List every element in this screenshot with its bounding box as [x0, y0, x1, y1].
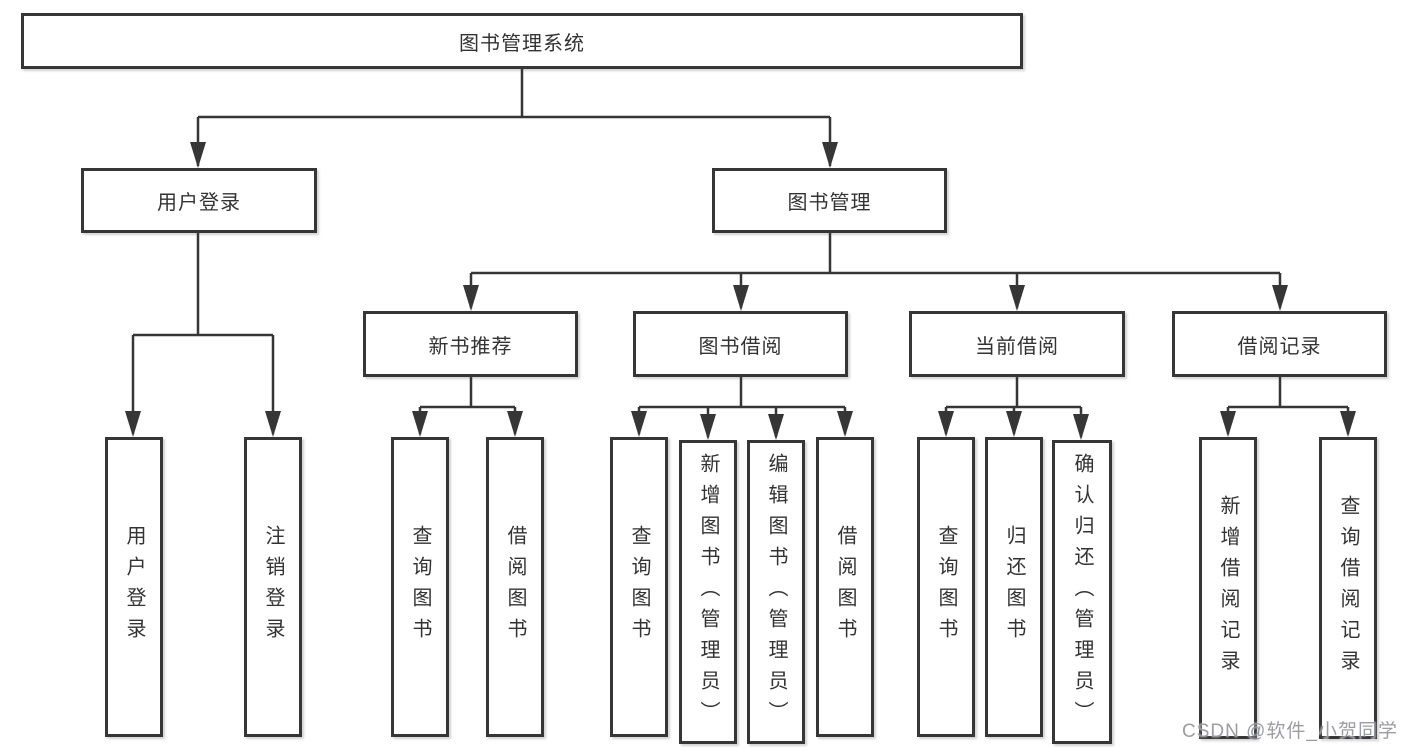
arrow-down-icon	[265, 411, 281, 437]
node-book-management: 图书管理	[712, 168, 947, 233]
node-new-book-recommend: 新书推荐	[363, 311, 578, 377]
node-borrowing-records: 借阅记录	[1172, 311, 1387, 377]
arrow-down-icon	[125, 411, 141, 437]
leaf-add-borrow-record: 新增借阅记录	[1199, 437, 1257, 739]
node-label: 新增图书（管理员）	[697, 452, 719, 732]
arrow-down-icon	[1340, 411, 1356, 437]
node-label: 新增借阅记录	[1217, 495, 1239, 681]
arrow-down-icon	[507, 411, 523, 437]
leaf-user-login: 用户登录	[105, 437, 163, 737]
node-label: 编辑图书（管理员）	[765, 452, 787, 732]
node-current-borrowing: 当前借阅	[909, 311, 1125, 377]
arrow-down-icon	[1006, 411, 1022, 437]
arrow-down-icon	[938, 411, 954, 437]
node-user-login: 用户登录	[81, 168, 317, 233]
leaf-borrow-books-2: 借阅图书	[816, 437, 874, 737]
node-label: 确认归还（管理员）	[1071, 452, 1093, 732]
leaf-add-books-admin: 新增图书（管理员）	[679, 440, 737, 744]
leaf-logout: 注销登录	[244, 437, 302, 737]
arrow-down-icon	[1272, 285, 1288, 311]
node-label: 用户登录	[157, 192, 241, 214]
node-label: 图书管理系统	[459, 32, 585, 55]
arrow-down-icon	[412, 411, 428, 437]
arrow-down-icon	[1220, 411, 1236, 437]
leaf-query-books-2: 查询图书	[610, 437, 668, 737]
leaf-query-books-1: 查询图书	[391, 437, 449, 737]
arrow-down-icon	[822, 142, 838, 168]
arrow-down-icon	[733, 285, 749, 311]
arrow-down-icon	[837, 411, 853, 437]
node-label: 新书推荐	[428, 335, 513, 358]
arrowheads	[125, 142, 1356, 440]
node-label: 归还图书	[1003, 525, 1025, 649]
leaf-borrow-books-1: 借阅图书	[486, 437, 544, 737]
arrow-down-icon	[463, 285, 479, 311]
leaf-query-borrow-record: 查询借阅记录	[1319, 437, 1377, 739]
node-label: 查询借阅记录	[1337, 495, 1359, 681]
node-label: 查询图书	[628, 525, 650, 649]
arrow-down-icon	[1009, 285, 1025, 311]
arrow-down-icon	[768, 414, 784, 440]
csdn-watermark: CSDN @软件_小贺同学	[1182, 721, 1398, 742]
arrow-down-icon	[190, 142, 206, 168]
arrow-down-icon	[700, 414, 716, 440]
leaf-edit-books-admin: 编辑图书（管理员）	[747, 440, 805, 744]
arrow-down-icon	[631, 411, 647, 437]
leaf-confirm-return-admin: 确认归还（管理员）	[1052, 440, 1112, 744]
node-label: 图书借阅	[698, 335, 783, 358]
leaf-return-books: 归还图书	[985, 437, 1043, 737]
node-label: 注销登录	[262, 525, 284, 649]
tree-edges	[131, 69, 1350, 437]
node-label: 当前借阅	[975, 335, 1059, 358]
node-label: 查询图书	[935, 525, 957, 649]
node-root-library-system: 图书管理系统	[21, 13, 1023, 69]
node-label: 借阅图书	[504, 525, 526, 649]
arrow-down-icon	[1073, 414, 1089, 440]
node-label: 用户登录	[123, 525, 145, 649]
node-label: 查询图书	[409, 525, 431, 649]
node-label: 图书管理	[787, 192, 872, 214]
node-label: 借阅记录	[1237, 335, 1322, 358]
node-book-borrowing: 图书借阅	[633, 311, 848, 377]
node-label: 借阅图书	[834, 525, 856, 649]
leaf-query-books-3: 查询图书	[917, 437, 975, 737]
